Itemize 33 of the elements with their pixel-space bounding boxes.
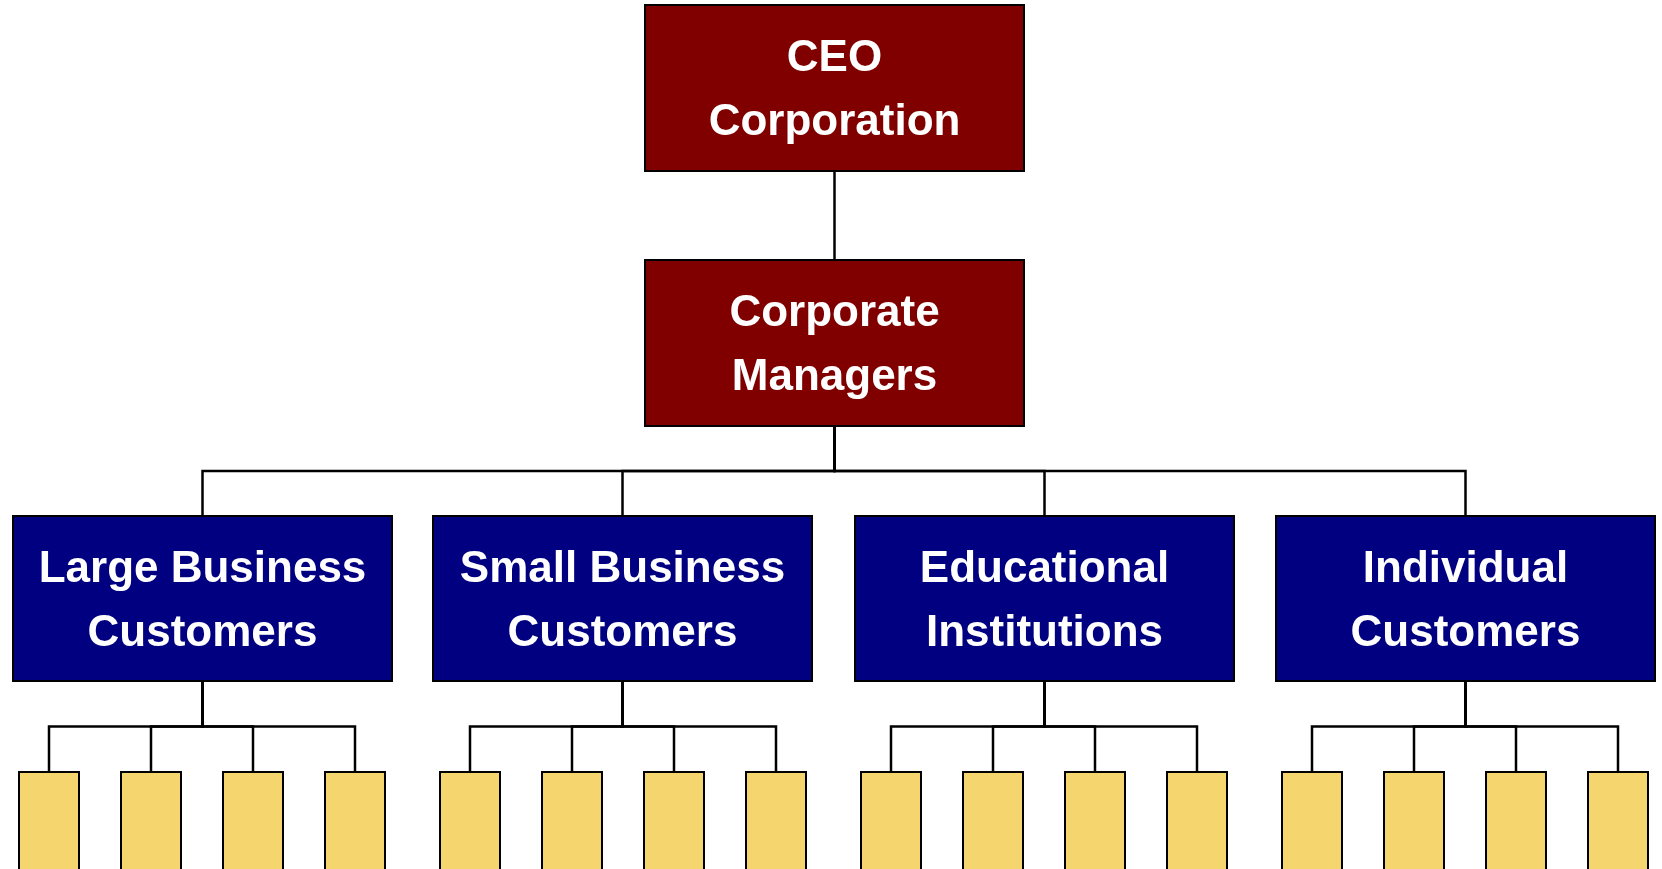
org-box <box>12 515 393 682</box>
box <box>860 771 922 869</box>
box-label: Educational Institutions <box>918 540 1171 657</box>
box <box>439 771 501 869</box>
box <box>1485 771 1547 869</box>
connector-line <box>1464 682 1620 771</box>
box <box>1383 771 1445 869</box>
box-label: Individual Customers <box>1349 540 1582 657</box>
box <box>324 771 386 869</box>
box-label: Large Business Customers <box>37 540 368 657</box>
box-label: Corporate Managers <box>728 285 941 401</box>
box <box>120 771 182 869</box>
org-box <box>432 515 813 682</box>
box <box>643 771 705 869</box>
box <box>222 771 284 869</box>
org-box <box>644 259 1025 427</box>
box-label: CEO Corporation <box>708 30 961 146</box>
box <box>962 771 1024 869</box>
box <box>745 771 807 869</box>
org-box <box>644 4 1025 172</box>
box-label: Small Business Customers <box>458 540 787 657</box>
connector-line <box>621 682 778 771</box>
connector-line <box>833 172 836 259</box>
box <box>1166 771 1228 869</box>
box <box>541 771 603 869</box>
box <box>18 771 80 869</box>
box <box>1281 771 1343 869</box>
connector-line <box>201 682 357 771</box>
org-box <box>854 515 1235 682</box>
org-box <box>1275 515 1656 682</box>
box <box>1064 771 1126 869</box>
connector-line <box>1043 682 1199 771</box>
box <box>1587 771 1649 869</box>
